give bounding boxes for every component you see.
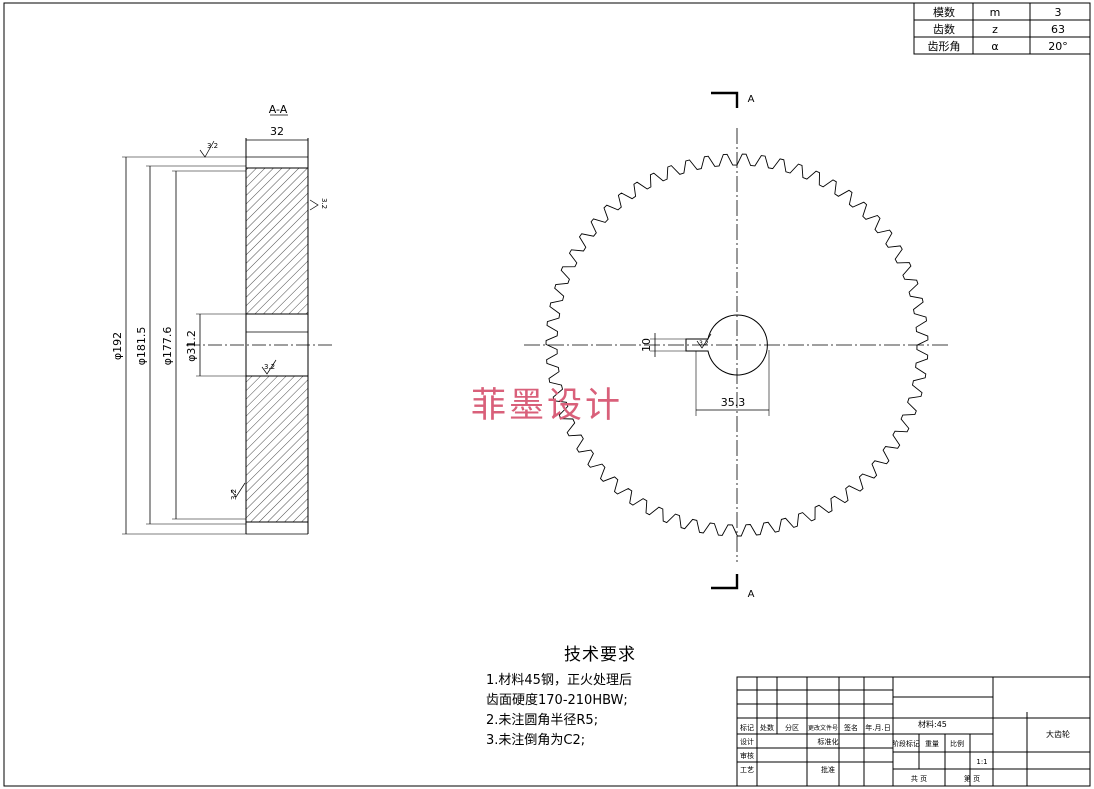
title-label-zone: 分区 [785, 723, 799, 732]
front-view: 10 35.3 3.2 A A [524, 91, 948, 600]
title-approve: 批准 [821, 765, 835, 774]
title-stage-mark: 阶段标记 [892, 739, 920, 748]
title-label-count: 处数 [760, 723, 774, 732]
dim-width: 32 [270, 125, 284, 138]
svg-text:A: A [748, 589, 755, 600]
title-sheets-total: 共 页 [911, 774, 927, 783]
svg-text:3.2: 3.2 [230, 489, 238, 500]
title-label-date: 年.月.日 [865, 723, 890, 732]
gear-teeth-outline [545, 153, 929, 537]
param-name-1: 齿数 [933, 23, 955, 36]
roughness-symbol-top: 3.2 [199, 140, 218, 158]
tech-requirements-title: 技术要求 [564, 645, 636, 665]
watermark: 菲墨设计 [471, 386, 623, 426]
title-label-mark: 标记 [740, 723, 754, 732]
title-label-changefile: 更改文件号 [808, 724, 838, 732]
param-value-1: 63 [1051, 23, 1065, 36]
dim-outer-diameter: φ192 [111, 332, 124, 360]
section-view: A-A 32 φ192 φ181.5 φ177.6 [111, 103, 332, 535]
title-designer: 设计 [740, 737, 754, 746]
param-table [913, 2, 1091, 55]
roughness-symbol-bottom: 3.2 [230, 482, 246, 500]
title-standardize: 标准化 [818, 737, 839, 746]
param-name-2: 齿形角 [928, 40, 961, 53]
tech-requirement-line: 齿面硬度170-210HBW; [486, 693, 628, 708]
param-value-0: 3 [1055, 6, 1062, 19]
section-mark-top: A [711, 91, 755, 108]
svg-text:3.2: 3.2 [699, 340, 709, 347]
section-label: A-A [269, 103, 288, 116]
roughness-symbol-face: 3.2 [309, 198, 328, 211]
param-value-2: 20° [1048, 40, 1068, 53]
tech-requirement-line: 1.材料45钢，正火处理后 [486, 673, 632, 688]
bore-with-keyway [685, 314, 768, 376]
dim-keyway-width: 10 [640, 338, 653, 352]
title-weight: 重量 [925, 740, 939, 748]
title-checker: 审核 [740, 751, 754, 760]
drawing-border [3, 2, 1091, 787]
tech-requirement-line: 2.未注圆角半径R5; [486, 713, 599, 728]
param-symbol-2: α [991, 40, 998, 53]
svg-text:3.2: 3.2 [264, 363, 275, 371]
tech-requirements: 技术要求 1.材料45钢，正火处理后 齿面硬度170-210HBW; 2.未注圆… [486, 640, 726, 751]
svg-text:A: A [748, 94, 755, 105]
title-material: 材料:45 [918, 719, 947, 729]
title-scale-value: 1:1 [976, 758, 987, 766]
title-sheet-no: 第 页 [964, 774, 980, 783]
dim-bore-diameter: φ31.2 [185, 330, 198, 362]
title-block [736, 676, 1091, 787]
section-body-upper [245, 167, 309, 315]
param-symbol-1: z [992, 23, 998, 36]
roughness-symbol-bore: 3.2 [261, 359, 277, 375]
param-name-0: 模数 [933, 6, 955, 19]
title-drawing-name: 大齿轮 [1046, 729, 1070, 739]
section-body-lower [245, 375, 309, 523]
svg-text:3.2: 3.2 [207, 142, 218, 150]
param-symbol-0: m [990, 6, 1001, 19]
roughness-symbol-keyway: 3.2 [696, 333, 712, 349]
title-process: 工艺 [740, 766, 754, 774]
dim-hub-diameter: φ177.6 [161, 327, 174, 366]
title-scale: 比例 [950, 739, 964, 748]
title-label-sign: 签名 [844, 723, 858, 732]
tech-requirement-line: 3.未注倒角为C2; [486, 733, 586, 748]
dim-keyway-depth: 35.3 [721, 396, 746, 409]
svg-text:3.2: 3.2 [320, 198, 328, 209]
section-mark-bottom: A [711, 574, 755, 600]
dim-root-diameter: φ181.5 [135, 327, 148, 366]
